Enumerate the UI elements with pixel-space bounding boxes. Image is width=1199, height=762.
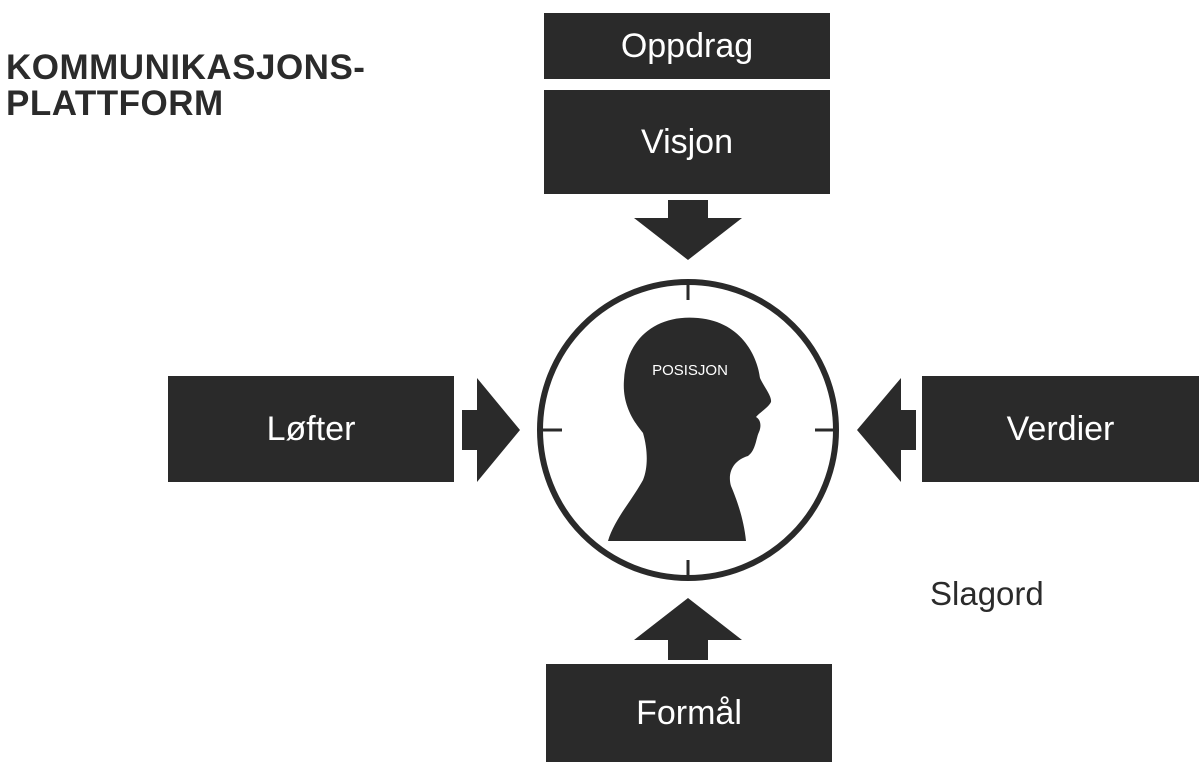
arrow-down-visjon (634, 200, 742, 260)
visjon-box: Visjon (544, 90, 830, 194)
position-label: POSISJON (652, 362, 728, 379)
oppdrag-label: Oppdrag (620, 26, 754, 65)
formal-box: Formål (546, 664, 832, 762)
lofter-label: Løfter (266, 409, 356, 448)
head-silhouette-icon (608, 317, 772, 541)
page-title-line-1: KOMMUNIKASJONS- (6, 48, 366, 87)
page-title: KOMMUNIKASJONS- PLATTFORM (6, 50, 466, 122)
arrow-left-verdier (857, 378, 916, 482)
oppdrag-box: Oppdrag (544, 13, 830, 79)
arrow-right-lofter (462, 378, 520, 482)
lofter-box: Løfter (168, 376, 454, 482)
visjon-label: Visjon (641, 122, 733, 161)
verdier-box: Verdier (922, 376, 1199, 482)
verdier-label: Verdier (1006, 409, 1115, 448)
slagord-label: Slagord (930, 575, 1044, 612)
formal-label: Formål (636, 693, 742, 732)
page-title-line-2: PLATTFORM (6, 84, 224, 123)
arrow-up-formal (634, 598, 742, 660)
